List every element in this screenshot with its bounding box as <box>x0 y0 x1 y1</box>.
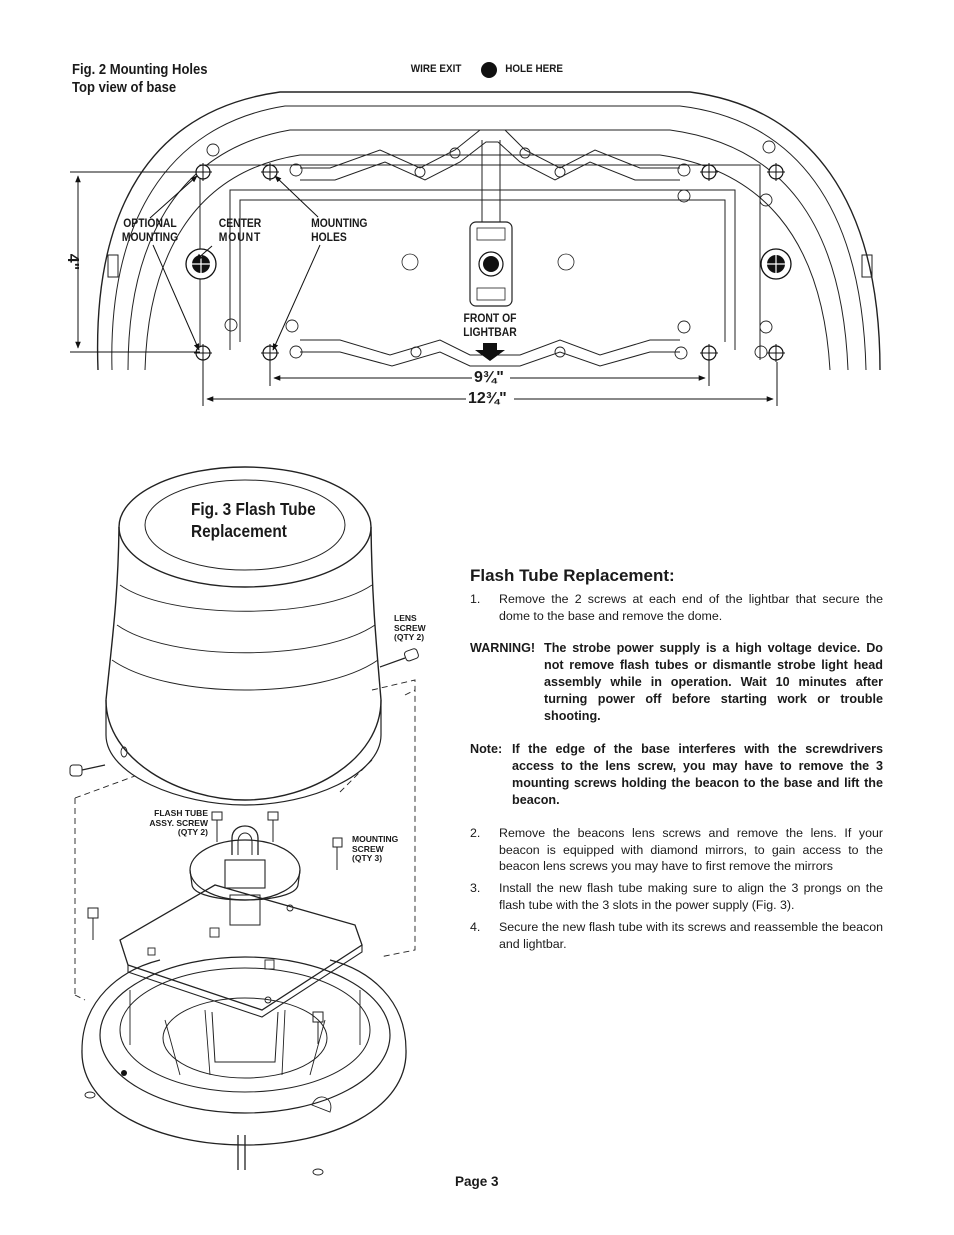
step-2-number: 2. <box>470 826 481 840</box>
note-block: Note: If the edge of the base interferes… <box>470 741 883 809</box>
fig3-title-line1: Fig. 3 Flash Tube <box>191 499 316 519</box>
dimension-outer: 12¾" <box>468 390 507 407</box>
dimension-inner: 9¾" <box>474 369 504 386</box>
step-3-text: Install the new flash tube making sure t… <box>499 881 883 912</box>
fig2-base-drawing <box>70 62 881 406</box>
warning-block: WARNING! The strobe power supply is a hi… <box>470 640 883 725</box>
warning-text: The strobe power supply is a high voltag… <box>544 641 883 723</box>
front-of-lightbar-label: FRONT OF LIGHTBAR <box>456 312 524 340</box>
fig3-title: Fig. 3 Flash Tube Replacement <box>191 498 316 542</box>
mounting-screw-line2: SCREW <box>352 843 384 854</box>
mounting-holes-line2: HOLES <box>311 232 347 244</box>
center-mount-label: CENTER MOUNT <box>208 217 273 245</box>
step-4-number: 4. <box>470 920 481 934</box>
optional-mounting-line1: OPTIONAL <box>123 218 177 230</box>
fig2-title-line1: Fig. 2 Mounting Holes <box>72 62 208 78</box>
center-mount-line1: CENTER <box>218 218 262 230</box>
flash-tube-screw-line1: FLASH TUBE <box>154 808 208 818</box>
wire-exit-label-right: HOLE HERE <box>505 63 563 75</box>
step-4-text: Secure the new flash tube with its screw… <box>499 920 883 951</box>
flash-tube-screw-line3: (QTY 2) <box>177 827 208 837</box>
mounting-holes-label: MOUNTING HOLES <box>311 217 367 245</box>
step-1-text: Remove the 2 screws at each end of the l… <box>499 592 883 623</box>
step-1: 1. Remove the 2 screws at each end of th… <box>470 591 883 624</box>
flash-tube-screw-label: FLASH TUBE ASSY. SCREW (QTY 2) <box>136 808 208 838</box>
fig3-title-line2: Replacement <box>191 521 287 541</box>
mounting-screw-label: MOUNTING SCREW (QTY 3) <box>352 834 399 864</box>
flash-tube-screw-line2: ASSY. SCREW <box>149 817 208 828</box>
center-mount-line2: MOUNT <box>218 232 262 244</box>
step-3: 3. Install the new flash tube making sur… <box>470 880 883 913</box>
wire-exit-label-left: WIRE EXIT <box>410 63 462 75</box>
section-heading: Flash Tube Replacement: <box>470 566 675 585</box>
lens-screw-line1: LENS <box>394 613 417 623</box>
front-of-line2: LIGHTBAR <box>463 327 517 339</box>
page-number: Page 3 <box>455 1174 499 1189</box>
step-4: 4. Secure the new flash tube with its sc… <box>470 919 883 952</box>
lens-screw-line2: SCREW <box>394 622 426 633</box>
optional-mounting-line2: MOUNTING <box>121 232 179 244</box>
fig2-title: Fig. 2 Mounting Holes Top view of base <box>72 61 208 97</box>
note-text: If the edge of the base interferes with … <box>512 742 883 807</box>
step-1-number: 1. <box>470 592 481 606</box>
lens-screw-label: LENS SCREW (QTY 2) <box>394 613 426 643</box>
note-lead: Note: <box>470 742 503 756</box>
optional-mounting-label: OPTIONAL MOUNTING <box>114 217 186 245</box>
fig2-title-line2: Top view of base <box>72 80 177 96</box>
step-3-number: 3. <box>470 881 481 895</box>
mounting-holes-line1: MOUNTING <box>311 218 368 230</box>
front-of-line1: FRONT OF <box>463 313 517 325</box>
step-2: 2. Remove the beacons lens screws and re… <box>470 825 883 875</box>
step-2-text: Remove the beacons lens screws and remov… <box>499 826 883 873</box>
lens-screw-line3: (QTY 2) <box>394 632 425 642</box>
mounting-screw-line3: (QTY 3) <box>352 853 383 863</box>
mounting-screw-line1: MOUNTING <box>352 834 399 844</box>
warning-lead: WARNING! <box>470 641 536 655</box>
